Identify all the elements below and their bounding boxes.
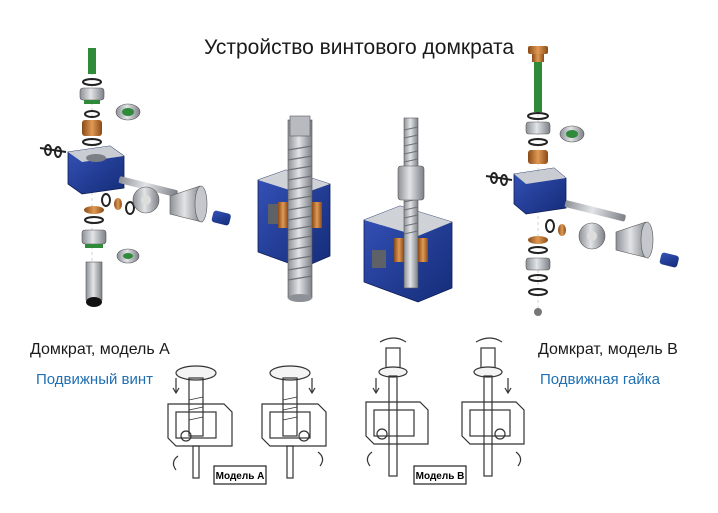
model-a-box	[213, 465, 267, 485]
schematic-model-b-1	[365, 337, 429, 477]
model-a-box-label: Модель А	[216, 471, 265, 482]
cutaway-moving-screw	[257, 115, 331, 302]
green-rod-top	[88, 48, 96, 74]
model-b-title: Домкрат, модель В	[538, 341, 678, 358]
schematic-model-b-2	[461, 337, 525, 477]
cutaway-moving-nut	[363, 117, 453, 303]
model-a-subtitle: Подвижный винт	[36, 371, 154, 388]
page-title: Устройство винтового домкрата	[203, 36, 515, 59]
exploded-view-right	[485, 46, 679, 318]
schematic-model-a-2	[261, 365, 327, 479]
lift-screw-2	[403, 117, 419, 289]
schematic-model-a-1	[167, 365, 233, 479]
model-b-box	[413, 465, 467, 485]
travel-nut	[397, 165, 425, 201]
protective-tube	[85, 261, 103, 301]
model-b-box-label: Модель В	[416, 471, 465, 482]
model-b-subtitle: Подвижная гайка	[540, 371, 660, 388]
exploded-view-left	[39, 48, 231, 307]
schematic-drawings	[167, 337, 525, 485]
model-a-title: Домкрат, модель А	[30, 341, 170, 358]
